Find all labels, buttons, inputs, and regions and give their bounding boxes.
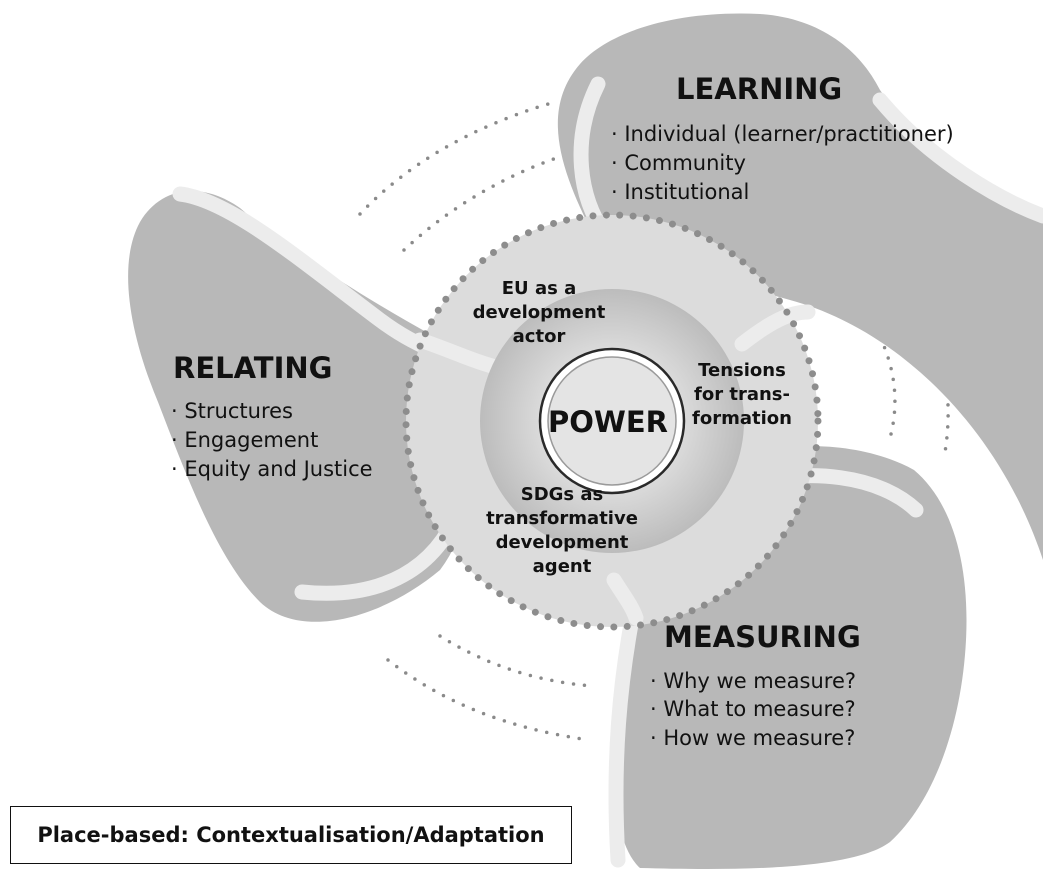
dotted-ring [402,211,822,631]
inner-seam-right [734,304,816,352]
center-top-text: EU as a development actor [473,278,606,347]
learning-item-1: · Individual (learner/practitioner) [611,122,954,146]
power-inner-circle [547,356,677,486]
learning-section: LEARNING · Individual (learner/practitio… [611,72,954,204]
center-top-line-3: actor [513,326,566,347]
relating-item-1: · Structures [171,399,293,423]
inner-seam-left [412,332,500,374]
center-right-line-3: formation [692,408,792,429]
learning-item-2: · Community [611,151,746,175]
dotted-arc-upper-left-1 [358,102,550,216]
center-right-text: Tensions for trans- formation [692,360,792,429]
relating-item-3: · Equity and Justice [171,457,373,481]
footer-label: Place-based: Contextualisation/Adaptatio… [37,823,545,847]
relating-heading: RELATING [173,351,332,385]
center-right-line-1: Tensions [698,360,786,381]
center-bottom-line-2: transformative [486,508,638,529]
inner-seam-bottom [606,572,644,626]
learning-heading: LEARNING [676,72,842,106]
dotted-arc-lower-left-1 [386,658,592,742]
measuring-item-2: · What to measure? [650,697,856,721]
relating-section: RELATING · Structures · Engagement · Equ… [171,351,373,481]
learning-item-3: · Institutional [611,180,749,204]
measuring-heading: MEASURING [664,620,861,654]
center-top-line-2: development [473,302,606,323]
center-top-line-1: EU as a [502,278,576,299]
center-bottom-line-3: development [496,532,629,553]
measuring-item-3: · How we measure? [650,726,855,750]
center-right-line-2: for trans- [694,384,790,405]
dotted-arc-upper-left-2 [402,154,564,252]
relating-item-2: · Engagement [171,428,318,452]
footer-box: Place-based: Contextualisation/Adaptatio… [10,806,572,864]
power-label: POWER [548,405,668,439]
center-bottom-text: SDGs as transformative development agent [486,484,638,577]
measuring-section: MEASURING · Why we measure? · What to me… [650,620,861,750]
dotted-arc-lower-left-2 [438,634,596,688]
center-bottom-line-1: SDGs as [521,484,604,505]
center-bottom-line-4: agent [533,556,592,577]
dotted-arc-right-2 [868,316,897,440]
measuring-item-1: · Why we measure? [650,669,856,693]
